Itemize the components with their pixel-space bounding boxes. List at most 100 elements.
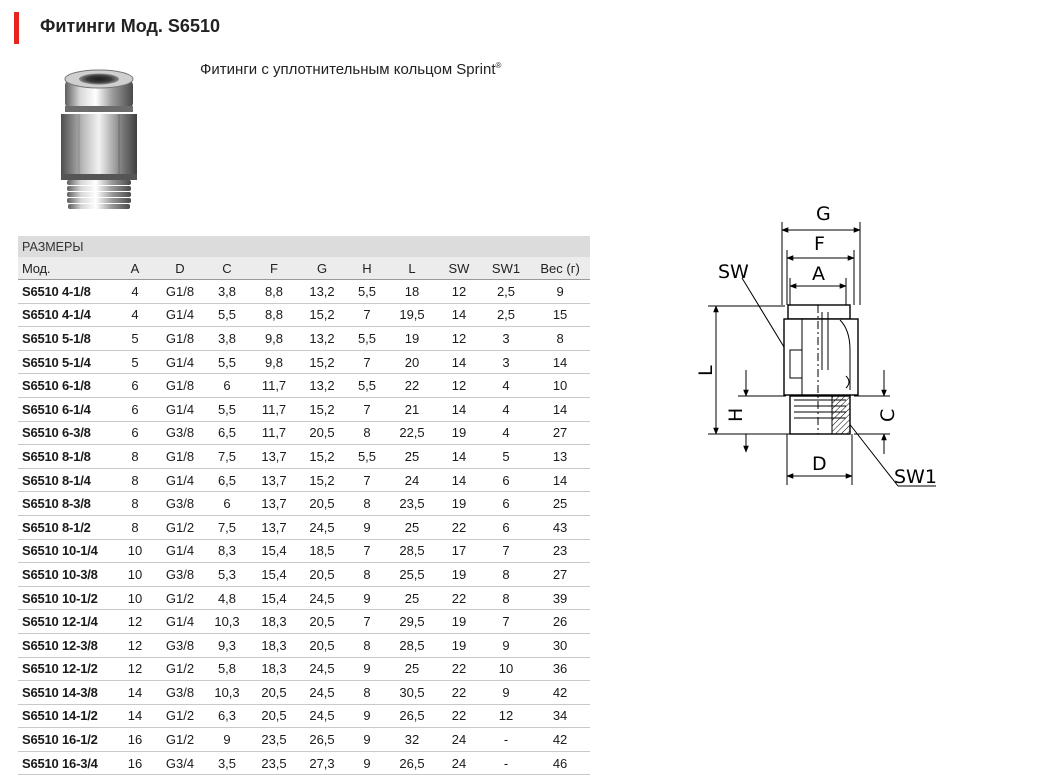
value-cell: 8 [114, 515, 156, 540]
value-cell: 14 [530, 350, 591, 375]
value-cell: 5 [114, 326, 156, 351]
label-g: G [816, 203, 831, 225]
value-cell: 10,3 [204, 680, 250, 705]
value-cell: 15,2 [298, 350, 346, 375]
value-cell: 19 [436, 421, 482, 446]
value-cell: 15 [530, 303, 591, 328]
value-cell: 7 [346, 397, 388, 422]
value-cell: G1/8 [156, 444, 204, 469]
column-header: SW1 [482, 257, 530, 280]
value-cell: 23,5 [250, 751, 298, 776]
value-cell: G3/4 [156, 751, 204, 776]
model-cell: S6510 5-1/4 [18, 350, 114, 375]
value-cell: 9 [346, 586, 388, 611]
value-cell: - [482, 727, 530, 752]
value-cell: 6 [204, 373, 250, 398]
value-cell: 5 [114, 350, 156, 375]
value-cell: 15,2 [298, 444, 346, 469]
value-cell: 6 [482, 491, 530, 516]
value-cell: 28,5 [388, 633, 436, 658]
value-cell: 24,5 [298, 657, 346, 682]
value-cell: 6 [204, 491, 250, 516]
value-cell: 5,5 [204, 350, 250, 375]
value-cell: 7 [346, 303, 388, 328]
value-cell: 7 [346, 609, 388, 634]
value-cell: 8 [346, 633, 388, 658]
value-cell: 6,5 [204, 421, 250, 446]
value-cell: 25 [530, 491, 591, 516]
value-cell: 18,3 [250, 609, 298, 634]
value-cell: 23,5 [388, 491, 436, 516]
value-cell: 21 [388, 397, 436, 422]
value-cell: 9 [482, 633, 530, 658]
value-cell: 29,5 [388, 609, 436, 634]
value-cell: G3/8 [156, 633, 204, 658]
value-cell: 10 [482, 657, 530, 682]
value-cell: 8,8 [250, 279, 298, 304]
value-cell: 11,7 [250, 373, 298, 398]
value-cell: 7,5 [204, 444, 250, 469]
value-cell: 6 [482, 468, 530, 493]
value-cell: 30,5 [388, 680, 436, 705]
value-cell: 22,5 [388, 421, 436, 446]
subtitle-text: Фитинги с уплотнительным кольцом Sprint [200, 61, 496, 78]
column-header: C [204, 257, 250, 280]
model-cell: S6510 4-1/4 [18, 303, 114, 328]
value-cell: 25,5 [388, 562, 436, 587]
value-cell: 22 [436, 515, 482, 540]
value-cell: 12 [114, 609, 156, 634]
value-cell: 20,5 [298, 491, 346, 516]
model-cell: S6510 6-1/8 [18, 373, 114, 398]
column-header: Вес (г) [530, 257, 591, 280]
value-cell: 25 [388, 657, 436, 682]
value-cell: 7 [482, 609, 530, 634]
column-header: H [346, 257, 388, 280]
value-cell: G3/8 [156, 421, 204, 446]
value-cell: 24,5 [298, 680, 346, 705]
column-header: A [114, 257, 156, 280]
model-cell: S6510 14-3/8 [18, 680, 114, 705]
value-cell: 14 [530, 468, 591, 493]
value-cell: 42 [530, 727, 591, 752]
value-cell: G1/4 [156, 303, 204, 328]
value-cell: 7 [346, 350, 388, 375]
value-cell: 34 [530, 704, 591, 729]
value-cell: 24 [436, 751, 482, 776]
value-cell: 12 [114, 633, 156, 658]
value-cell: 13,2 [298, 326, 346, 351]
value-cell: 4 [482, 397, 530, 422]
value-cell: 8 [114, 468, 156, 493]
value-cell: 22 [436, 704, 482, 729]
value-cell: 13,7 [250, 515, 298, 540]
model-cell: S6510 6-3/8 [18, 421, 114, 446]
value-cell: 22 [436, 680, 482, 705]
value-cell: 3 [482, 326, 530, 351]
value-cell: 20,5 [298, 609, 346, 634]
label-f: F [814, 233, 825, 255]
value-cell: 8 [114, 491, 156, 516]
model-cell: S6510 10-1/4 [18, 539, 114, 564]
model-cell: S6510 6-1/4 [18, 397, 114, 422]
value-cell: 13 [530, 444, 591, 469]
value-cell: 11,7 [250, 421, 298, 446]
value-cell: 8 [482, 586, 530, 611]
label-l: L [695, 365, 717, 376]
value-cell: 22 [436, 657, 482, 682]
value-cell: 20,5 [250, 704, 298, 729]
value-cell: 11,7 [250, 397, 298, 422]
value-cell: 9 [346, 727, 388, 752]
value-cell: 24,5 [298, 704, 346, 729]
value-cell: 5,5 [346, 326, 388, 351]
value-cell: 23,5 [250, 727, 298, 752]
value-cell: 7 [346, 539, 388, 564]
value-cell: 10 [114, 539, 156, 564]
technical-drawing: G F A SW L H C D SW1 [695, 203, 937, 488]
model-cell: S6510 8-3/8 [18, 491, 114, 516]
value-cell: G1/4 [156, 397, 204, 422]
